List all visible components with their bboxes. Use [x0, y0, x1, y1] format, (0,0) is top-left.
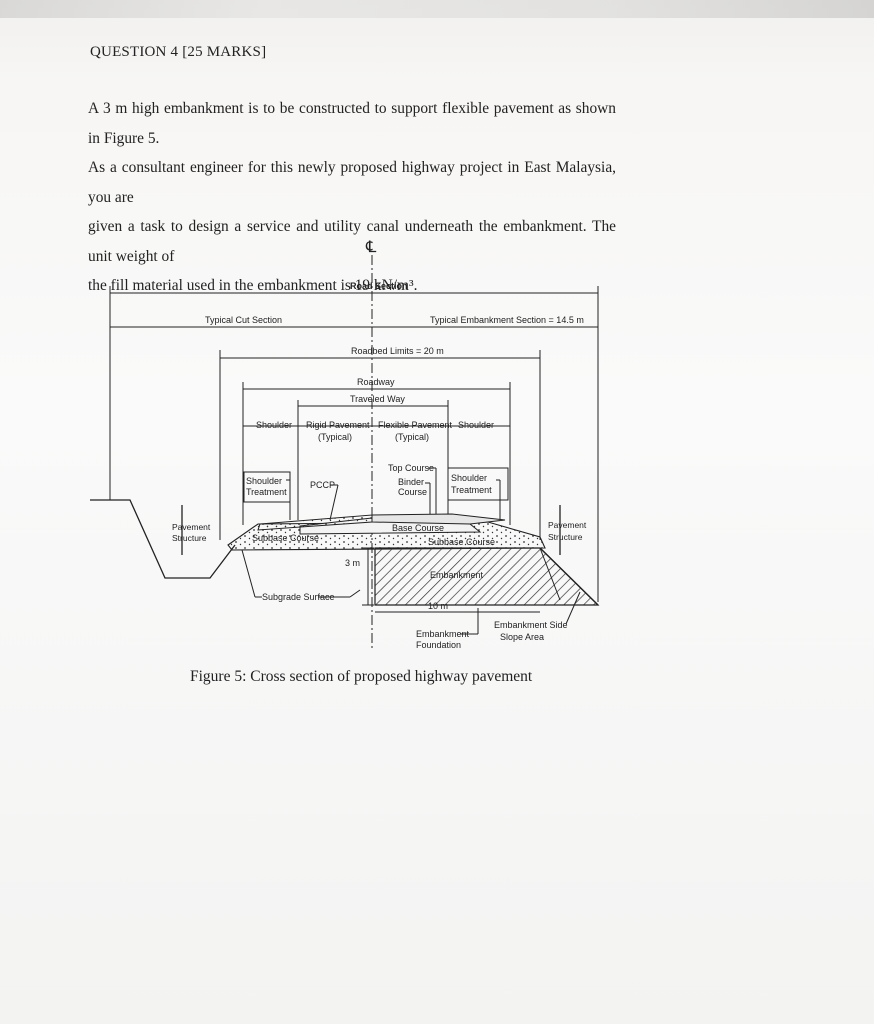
cut-section-label: Typical Cut Section	[205, 315, 282, 325]
roadbed-limits-label: Roadbed Limits = 20 m	[351, 346, 444, 356]
paragraph-line: given a task to design a service and uti…	[88, 218, 616, 265]
subbase-course-right-label: Subbase Course	[428, 537, 495, 547]
pavement-structure-left-label: Pavement	[172, 522, 211, 532]
subbase-course-left-label: Subbase Course	[252, 533, 319, 543]
shoulder-treatment-right-label: Treatment	[451, 485, 492, 495]
paragraph-line: A 3 m high embankment is to be construct…	[88, 100, 616, 147]
rigid-pavement-label: Rigid Pavement	[306, 420, 370, 430]
binder-course-label: Binder	[398, 477, 424, 487]
embankment-fill	[374, 547, 600, 606]
traveled-way-label: Traveled Way	[350, 394, 405, 404]
top-course-label: Top Course	[388, 463, 434, 473]
width-dim-label: 10 m	[428, 601, 448, 611]
pavement-structure-right-label: Pavement	[548, 520, 587, 530]
shoulder-right-label: Shoulder	[458, 420, 494, 430]
pccp-label: PCCP	[310, 480, 335, 490]
road-section-label: Road Section	[350, 281, 408, 291]
pavement-structure-left-label: Structure	[172, 533, 207, 543]
flexible-typical-label: (Typical)	[395, 432, 429, 442]
shoulder-treatment-left-label: Treatment	[246, 487, 287, 497]
subgrade-surface-label: Subgrade Surface	[262, 592, 335, 602]
shoulder-treatment-left-label: Shoulder	[246, 476, 282, 486]
top-course	[371, 513, 506, 525]
paragraph-line: As a consultant engineer for this newly …	[88, 159, 616, 206]
natural-ground	[90, 499, 561, 579]
centerline-symbol: ℄	[365, 239, 377, 256]
question-paragraph: A 3 m high embankment is to be construct…	[88, 94, 616, 301]
figure-caption: Figure 5: Cross section of proposed high…	[190, 668, 533, 685]
rigid-typical-label: (Typical)	[318, 432, 352, 442]
embankment-section-label: Typical Embankment Section = 14.5 m	[430, 315, 584, 325]
base-course-label: Base Course	[392, 523, 444, 533]
embankment-foundation-label: Embankment	[416, 629, 470, 639]
embankment-foundation-label: Foundation	[416, 640, 461, 650]
shoulder-treatment-right-label: Shoulder	[451, 473, 487, 483]
side-slope-label: Slope Area	[500, 632, 544, 642]
shoulder-left-label: Shoulder	[256, 420, 292, 430]
binder-course-label: Course	[398, 487, 427, 497]
side-slope-label: Embankment Side	[494, 620, 568, 630]
question-heading: QUESTION 4 [25 MARKS]	[90, 44, 267, 60]
roadway-label: Roadway	[357, 377, 395, 387]
paragraph-line: the fill material used in the embankment…	[88, 277, 418, 294]
embankment-label: Embankment	[430, 570, 484, 580]
scan-edge	[0, 0, 874, 18]
flexible-pavement-label: Flexible Pavement	[378, 420, 453, 430]
cross-section-figure: ℄ Road Section Typical Cut Section Typic…	[90, 239, 600, 650]
height-dim-label: 3 m	[345, 558, 360, 568]
pavement-structure-right-label: Structure	[548, 532, 583, 542]
